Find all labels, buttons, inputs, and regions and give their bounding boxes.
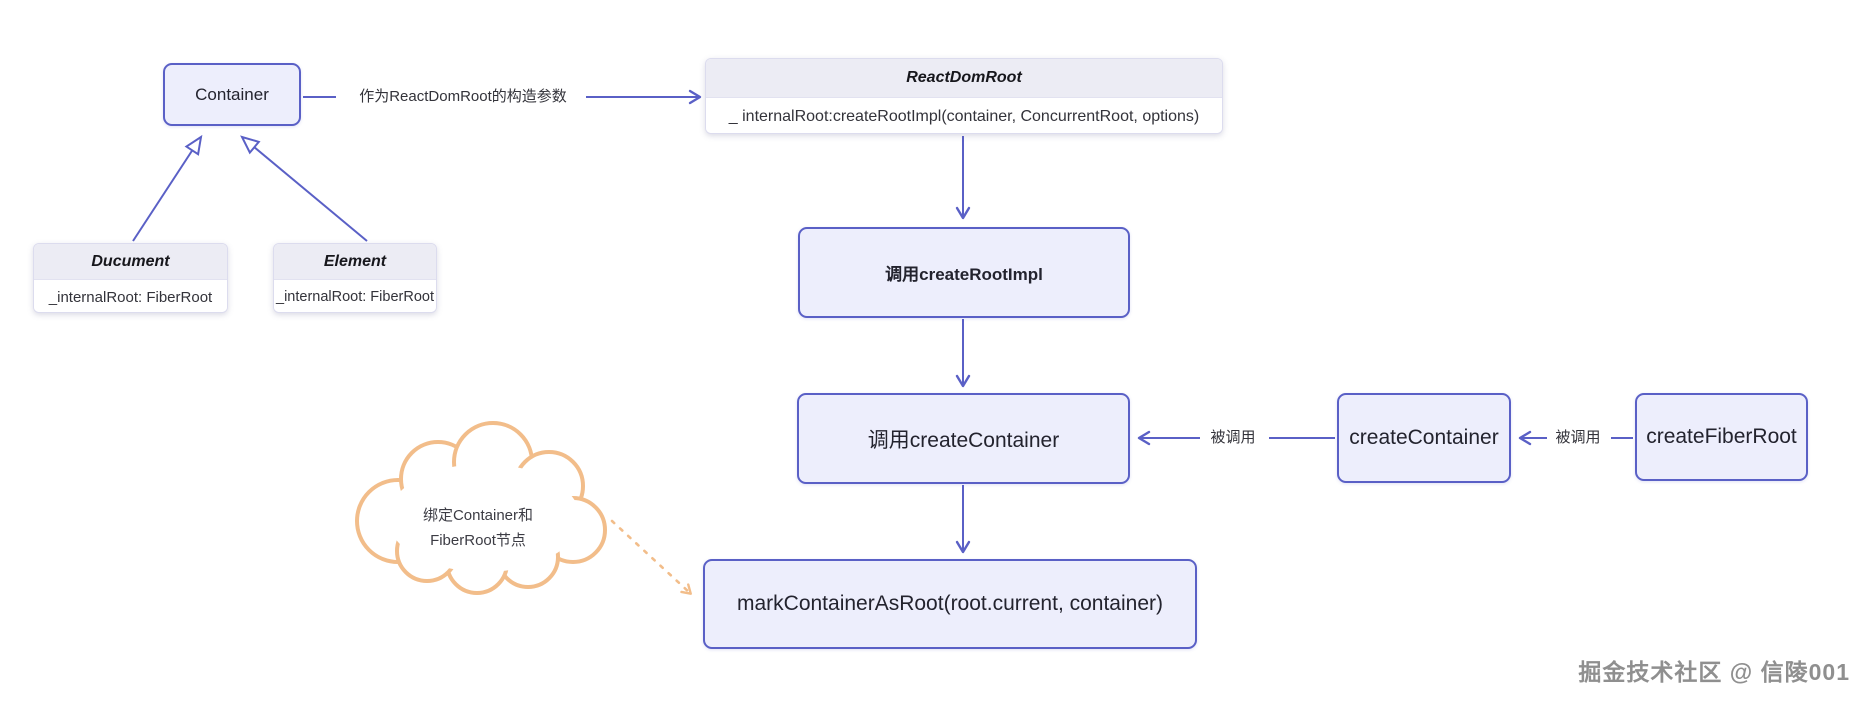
annotation-cloud-text: 绑定Container和 FiberRoot节点 xyxy=(378,503,578,553)
node-call-create-root-impl: 调用createRootImpl xyxy=(798,227,1130,318)
class-box-reactdomroot: ReactDomRoot _ internalRoot:createRootIm… xyxy=(705,58,1223,134)
node-call-create-root-impl-label: 调用createRootImpl xyxy=(885,265,1043,284)
watermark-text: 掘金技术社区 @ 信陵001 xyxy=(1578,659,1850,685)
edge-label-called-2: 被调用 xyxy=(1555,429,1601,446)
annotation-cloud-shape xyxy=(355,421,607,595)
edge-label-constructor-param: 作为ReactDomRoot的构造参数 xyxy=(359,88,567,105)
annotation-cloud-line2: FiberRoot节点 xyxy=(430,532,526,549)
class-reactdomroot-title: ReactDomRoot xyxy=(706,59,1222,98)
class-reactdomroot-attr: _ internalRoot:createRootImpl(container,… xyxy=(706,98,1222,133)
edge-element-to-container xyxy=(240,135,368,242)
node-container-label: Container xyxy=(195,84,269,104)
node-container: Container xyxy=(163,63,301,126)
class-element-title: Element xyxy=(274,244,436,280)
node-mark-container-as-root: markContainerAsRoot(root.current, contai… xyxy=(703,559,1197,649)
edge-ducument-to-container xyxy=(132,134,203,242)
node-create-fiber-root: createFiberRoot xyxy=(1635,393,1808,481)
class-box-ducument: Ducument _internalRoot: FiberRoot xyxy=(33,243,228,313)
class-ducument-title: Ducument xyxy=(34,244,227,280)
node-call-create-container-label: 调用createContainer xyxy=(867,428,1060,452)
class-ducument-attr: _internalRoot: FiberRoot xyxy=(34,280,227,312)
edge-label-called-1: 被调用 xyxy=(1210,429,1256,446)
annotation-cloud-line1: 绑定Container和 xyxy=(422,507,534,524)
edge-cloud-to-markcontainer xyxy=(610,519,692,595)
node-call-create-container: 调用createContainer xyxy=(797,393,1130,484)
class-box-element: Element _internalRoot: FiberRoot xyxy=(273,243,437,313)
node-create-container: createContainer xyxy=(1337,393,1511,483)
class-element-attr: _internalRoot: FiberRoot xyxy=(274,280,436,312)
node-mark-container-as-root-label: markContainerAsRoot(root.current, contai… xyxy=(736,592,1163,615)
node-create-container-label: createContainer xyxy=(1349,426,1499,449)
node-create-fiber-root-label: createFiberRoot xyxy=(1646,425,1797,448)
